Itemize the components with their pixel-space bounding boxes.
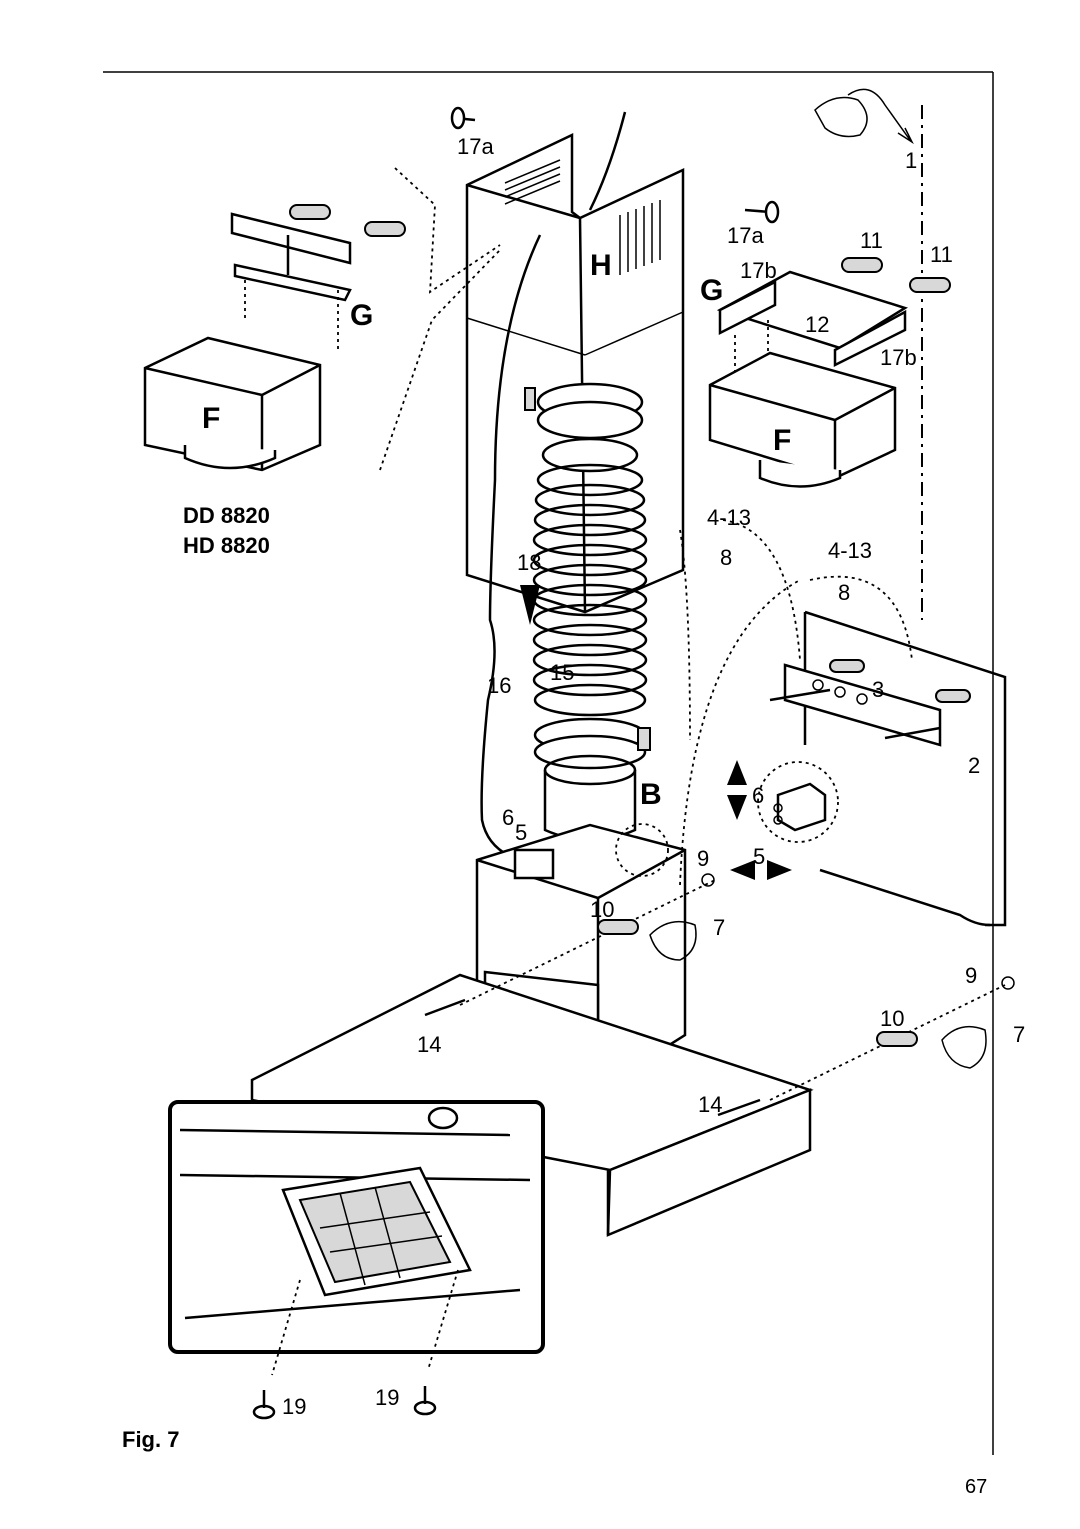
callout-6-b: 6 bbox=[752, 783, 764, 808]
drill-guide-line bbox=[814, 88, 923, 620]
callout-1: 1 bbox=[905, 148, 917, 173]
left-bracket-G bbox=[230, 167, 501, 471]
guide-arcs bbox=[459, 519, 1006, 1101]
callout-14-a: 14 bbox=[417, 1032, 441, 1057]
callout-7-b: 7 bbox=[1013, 1022, 1025, 1047]
callout-5-a: 5 bbox=[515, 820, 527, 845]
callout-11-a: 11 bbox=[860, 228, 883, 253]
vent-slots-right bbox=[619, 200, 661, 275]
callout-17a-right: 17a bbox=[727, 223, 764, 248]
callout-8-a: 8 bbox=[720, 545, 732, 570]
callout-7-a: 7 bbox=[713, 915, 725, 940]
callout-19-a: 19 bbox=[282, 1394, 306, 1419]
right-arrow-icon bbox=[767, 860, 792, 880]
callout-12: 12 bbox=[805, 312, 829, 337]
filter-inset bbox=[168, 1100, 545, 1376]
label-B: B bbox=[640, 778, 662, 811]
callout-11-b: 11 bbox=[930, 242, 953, 267]
flexible-duct bbox=[520, 382, 651, 842]
down-arrow-icon bbox=[727, 795, 747, 820]
upper-chimney-H: H bbox=[465, 111, 685, 614]
figure-caption: Fig. 7 bbox=[122, 1427, 179, 1452]
callout-16: 16 bbox=[487, 673, 511, 698]
left-adapter-box-F bbox=[143, 336, 322, 472]
callout-17b-top: 17b bbox=[740, 258, 777, 283]
callout-14-b: 14 bbox=[698, 1092, 722, 1117]
model-label-dd: DD 8820 bbox=[183, 503, 270, 528]
direction-arrow-icon bbox=[520, 585, 540, 625]
label-G-right: G bbox=[700, 274, 723, 307]
left-arrow-icon bbox=[730, 860, 755, 880]
label-H: H bbox=[590, 249, 612, 282]
label-F-left: F bbox=[202, 402, 220, 435]
page-number: 67 bbox=[965, 1476, 987, 1498]
callout-9-a: 9 bbox=[697, 846, 709, 871]
mounting-rail bbox=[769, 659, 971, 747]
callout-6-a: 6 bbox=[502, 805, 514, 830]
callout-4-13-b: 4-13 bbox=[828, 538, 872, 563]
right-adapter-box-F bbox=[708, 351, 897, 488]
callout-10-a: 10 bbox=[590, 897, 614, 922]
callout-4-13-a: 4-13 bbox=[707, 505, 751, 530]
up-arrow-icon bbox=[727, 760, 747, 785]
callout-9-b: 9 bbox=[965, 963, 977, 988]
lower-fixings bbox=[424, 873, 1015, 1117]
callout-5-b: 5 bbox=[753, 844, 765, 869]
callout-17b-right: 17b bbox=[880, 345, 917, 370]
callout-17a-top: 17a bbox=[457, 134, 494, 159]
page-frame bbox=[103, 71, 994, 1455]
callout-18: 18 bbox=[517, 550, 541, 575]
label-G-left: G bbox=[350, 299, 373, 332]
callout-15: 15 bbox=[550, 660, 574, 685]
power-cable bbox=[480, 234, 542, 862]
callout-3: 3 bbox=[872, 677, 884, 702]
screws-19 bbox=[252, 1386, 437, 1420]
right-bracket-G bbox=[716, 257, 951, 390]
callout-10-b: 10 bbox=[880, 1006, 904, 1031]
vent-slots-left bbox=[504, 159, 561, 205]
callout-2: 2 bbox=[968, 753, 980, 778]
switch-detail bbox=[727, 760, 839, 880]
callout-8-b: 8 bbox=[838, 580, 850, 605]
screws-17a bbox=[450, 106, 780, 224]
model-label-hd: HD 8820 bbox=[183, 533, 270, 558]
callout-19-b: 19 bbox=[375, 1385, 399, 1410]
label-F-right: F bbox=[773, 424, 791, 457]
